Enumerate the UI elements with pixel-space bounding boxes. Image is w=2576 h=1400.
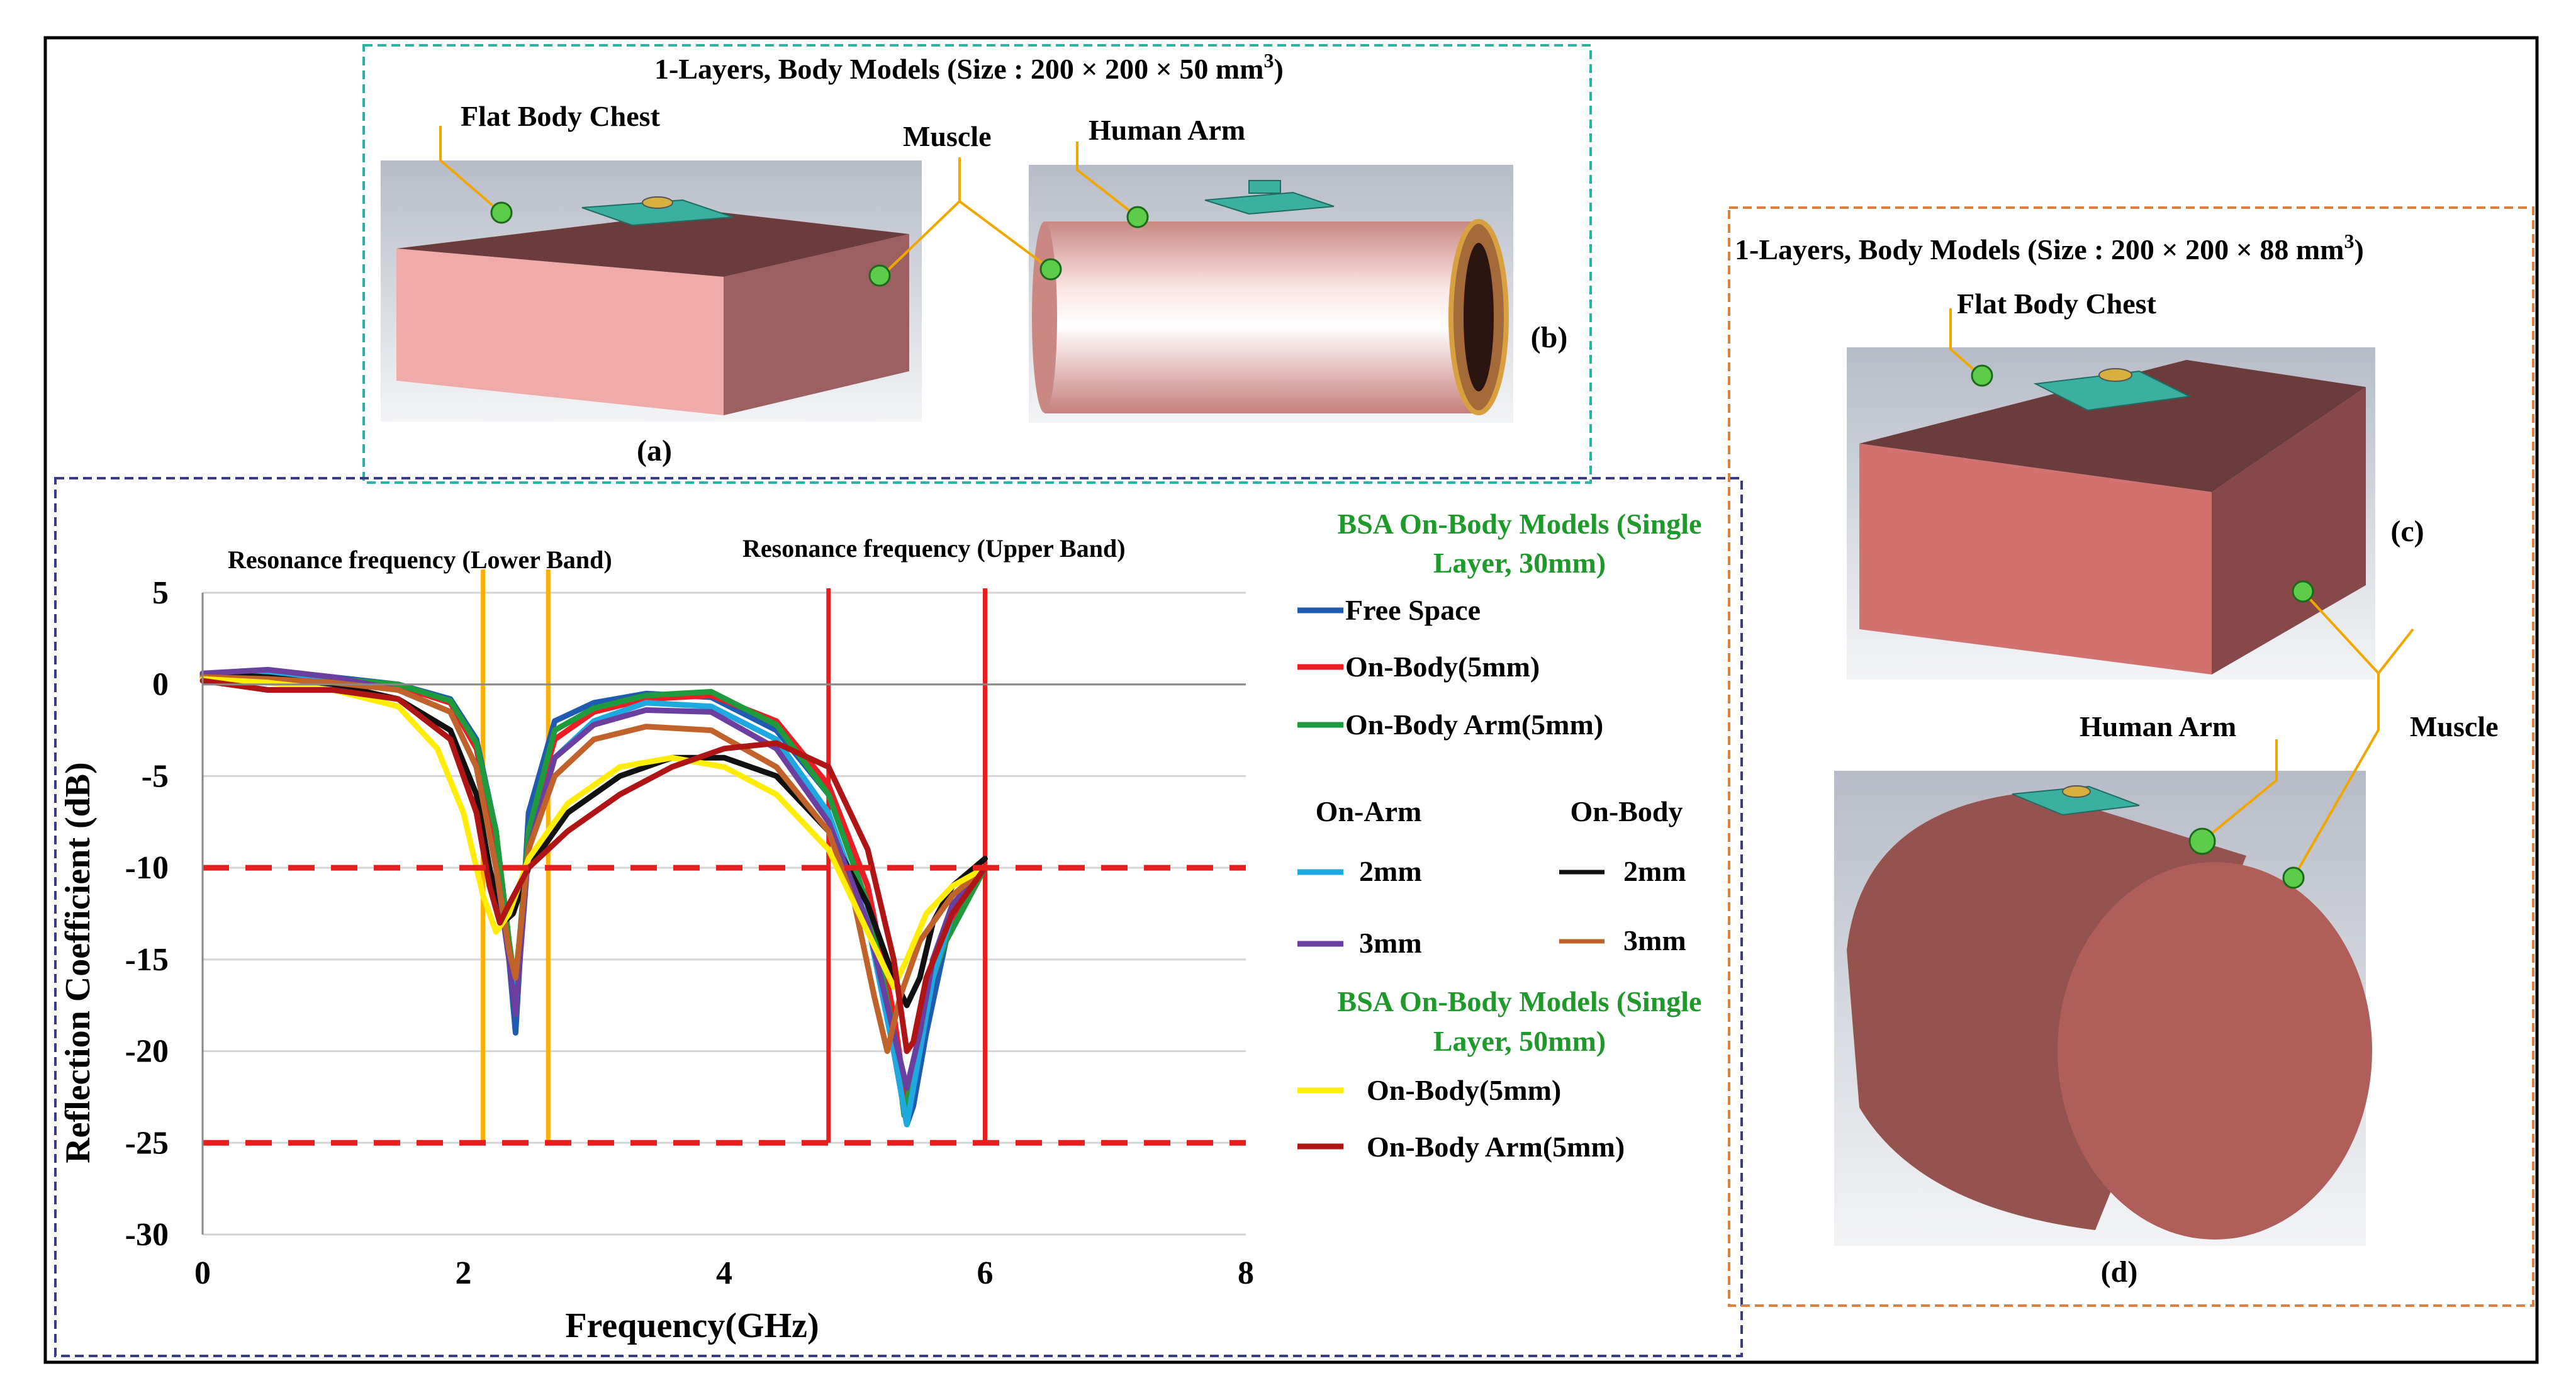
legend-on-body-arm-5-50: On-Body Arm(5mm) [1367,1131,1625,1163]
y-tick-label-7: -30 [125,1217,169,1253]
upper-band-annotation: Resonance frequency (Upper Band) [742,534,1126,563]
top-panel-frame [362,44,1592,484]
muscle-label: Muscle [903,120,992,152]
legend-group2-title-line2: Layer, 50mm) [1433,1025,1606,1057]
y-tick-label-6: -25 [125,1125,169,1161]
right-panel-markers [1971,364,2314,889]
legend-body-2mm: 2mm [1623,855,1686,887]
top-panel-title: 1-Layers, Body Models (Size : 200 × 200 … [654,49,1284,85]
legend-on-body-5-50: On-Body(5mm) [1367,1074,1561,1106]
human-arm-model-b [1029,165,1513,423]
right-panel-frame [1728,206,2534,1307]
threshold-lines [203,865,1246,1146]
reflection-coefficient-chart: 0 2 4 6 8 5 0 -5 -10 -15 -20 -25 -30 Resonance frequ… [59,534,1254,1345]
x-tick-label-1: 2 [456,1255,472,1291]
muscle-label-right: Muscle [2410,710,2499,742]
series-line-4 [199,670,988,1009]
x-tick-label-4: 8 [1238,1255,1254,1291]
legend-arm-2mm: 2mm [1359,855,1422,887]
human-arm-label-right: Human Arm [2080,710,2236,742]
flat-body-model-c [1847,347,2375,680]
panel-label-b: (b) [1531,321,1568,354]
legend-group1-title-line1: BSA On-Body Models (Single [1338,508,1702,540]
y-tick-label-1: 0 [152,667,169,703]
resonance-band-lines [481,569,987,1143]
legend-free-space: Free Space [1345,594,1481,626]
legend-on-body-arm-5: On-Body Arm(5mm) [1345,708,1603,741]
x-tick-label-2: 4 [716,1255,732,1291]
top-panel-leaders [439,126,1139,278]
chart-panel-frame [54,477,1743,1357]
series-line-2 [199,672,988,1119]
y-tick-label-2: -5 [142,758,169,794]
legend-body-3mm: 3mm [1623,924,1686,956]
legend-arm-3mm: 3mm [1359,927,1422,959]
legend-group2-title-line1: BSA On-Body Models (Single [1338,985,1702,1017]
y-tick-label-5: -20 [125,1034,169,1070]
flat-body-model-a [381,160,922,422]
lower-band-annotation: Resonance frequency (Lower Band) [228,546,612,574]
panel-label-a: (a) [637,434,672,468]
legend-group1-title-line2: Layer, 30mm) [1433,547,1606,579]
chart-series [199,666,988,1128]
panel-label-d: (d) [2101,1255,2138,1289]
top-panel-markers [490,201,1149,287]
y-tick-label-4: -15 [125,942,169,978]
chart-legend: BSA On-Body Models (Single Layer, 30mm) … [1297,508,1701,1163]
outer-frame [43,36,2539,1364]
x-tick-label-0: 0 [194,1255,211,1291]
series-line-8 [199,678,988,1055]
panel-label-c: (c) [2390,515,2424,548]
x-tick-label-3: 6 [977,1255,994,1291]
flat-body-chest-label-right: Flat Body Chest [1957,288,2157,320]
y-axis-title: Reflection Coefficient (dB) [59,762,98,1163]
x-axis-title: Frequency(GHz) [565,1306,819,1345]
series-line-6 [199,674,988,1055]
human-arm-label: Human Arm [1089,114,1245,146]
y-tick-label-0: 5 [152,575,169,611]
legend-on-body-5: On-Body(5mm) [1345,651,1540,683]
right-panel-leaders [1949,308,2414,878]
tick-labels: 0 2 4 6 8 5 0 -5 -10 -15 -20 -25 -30 [125,575,1254,1291]
y-tick-label-3: -10 [125,850,169,886]
right-panel-title: 1-Layers, Body Models (Size : 200 × 200 … [1735,230,2364,266]
legend-on-arm-header: On-Arm [1316,795,1422,827]
legend-on-body-header: On-Body [1571,795,1683,827]
human-arm-model-d [1834,771,2372,1246]
flat-body-chest-label: Flat Body Chest [461,100,661,132]
